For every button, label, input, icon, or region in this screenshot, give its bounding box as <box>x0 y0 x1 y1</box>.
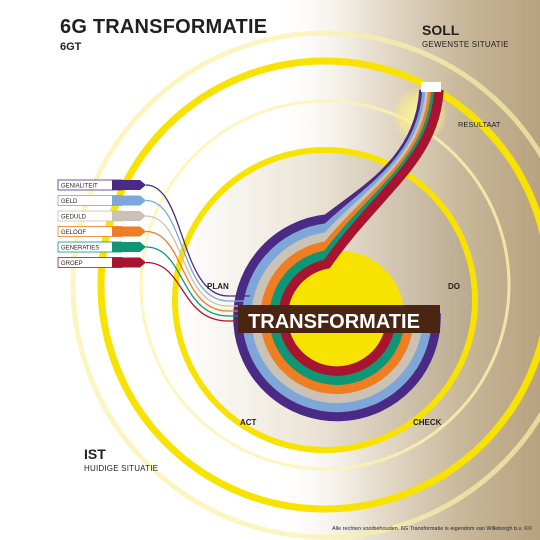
phase-do: DO <box>448 282 460 291</box>
legend-label: GROEP <box>61 261 83 267</box>
feeder-lines <box>145 184 250 322</box>
outer-ring-faint <box>70 30 540 540</box>
page-subtitle: 6GT <box>60 41 82 53</box>
copyright-footer: Alle rechten voorbehouden. 6G Transforma… <box>332 526 532 532</box>
center-label: TRANSFORMATIE <box>248 311 420 333</box>
center-label-bar <box>238 305 440 333</box>
legend-label: GELD <box>61 199 78 205</box>
feeder-geduld <box>145 215 250 307</box>
feeder-generaties <box>145 246 250 317</box>
page-title: 6G TRANSFORMATIE <box>60 16 268 38</box>
legend-label: GEDULD <box>61 215 87 221</box>
legend-label: GENIALITEIT <box>61 184 98 190</box>
feeder-genialiteit <box>145 184 250 297</box>
band-tip <box>421 82 441 92</box>
legend-arrow <box>112 180 146 190</box>
legend-item-geloof: GELOOF <box>57 226 146 237</box>
phase-act: ACT <box>240 418 257 427</box>
middle-ring <box>139 99 511 471</box>
legend-arrow <box>112 195 146 206</box>
legend-arrow <box>112 257 146 268</box>
soll-subtitle: GEWENSTE SITUATIE <box>422 40 509 49</box>
legend-item-geduld: GEDULD <box>57 210 146 222</box>
band-legend: GENIALITEIT GELD GEDULD GELOOF GENERATIES GRO… <box>57 179 146 268</box>
feeder-geloof <box>145 230 250 312</box>
resultaat-label: RESULTAAT <box>458 120 501 129</box>
phase-plan: PLAN <box>207 282 229 291</box>
feeder-groep <box>145 261 250 322</box>
legend-label: GENERATIES <box>61 246 99 252</box>
legend-item-groep: GROEP <box>57 257 146 268</box>
legend-arrow <box>112 242 146 252</box>
ist-title: IST <box>84 446 106 462</box>
feeder-geld <box>145 199 250 302</box>
ist-subtitle: HUIDIGE SITUATIE <box>84 464 159 473</box>
inner-ring <box>172 147 478 453</box>
legend-item-generaties: GENERATIES <box>57 241 146 253</box>
phase-check: CHECK <box>413 418 442 427</box>
legend-arrow <box>112 211 146 221</box>
legend-item-genialiteit: GENIALITEIT <box>57 179 146 191</box>
soll-title: SOLL <box>422 22 460 38</box>
legend-arrow <box>112 226 146 237</box>
outer-ring <box>97 57 540 513</box>
legend-item-geld: GELD <box>57 195 146 206</box>
legend-label: GELOOF <box>61 230 86 236</box>
